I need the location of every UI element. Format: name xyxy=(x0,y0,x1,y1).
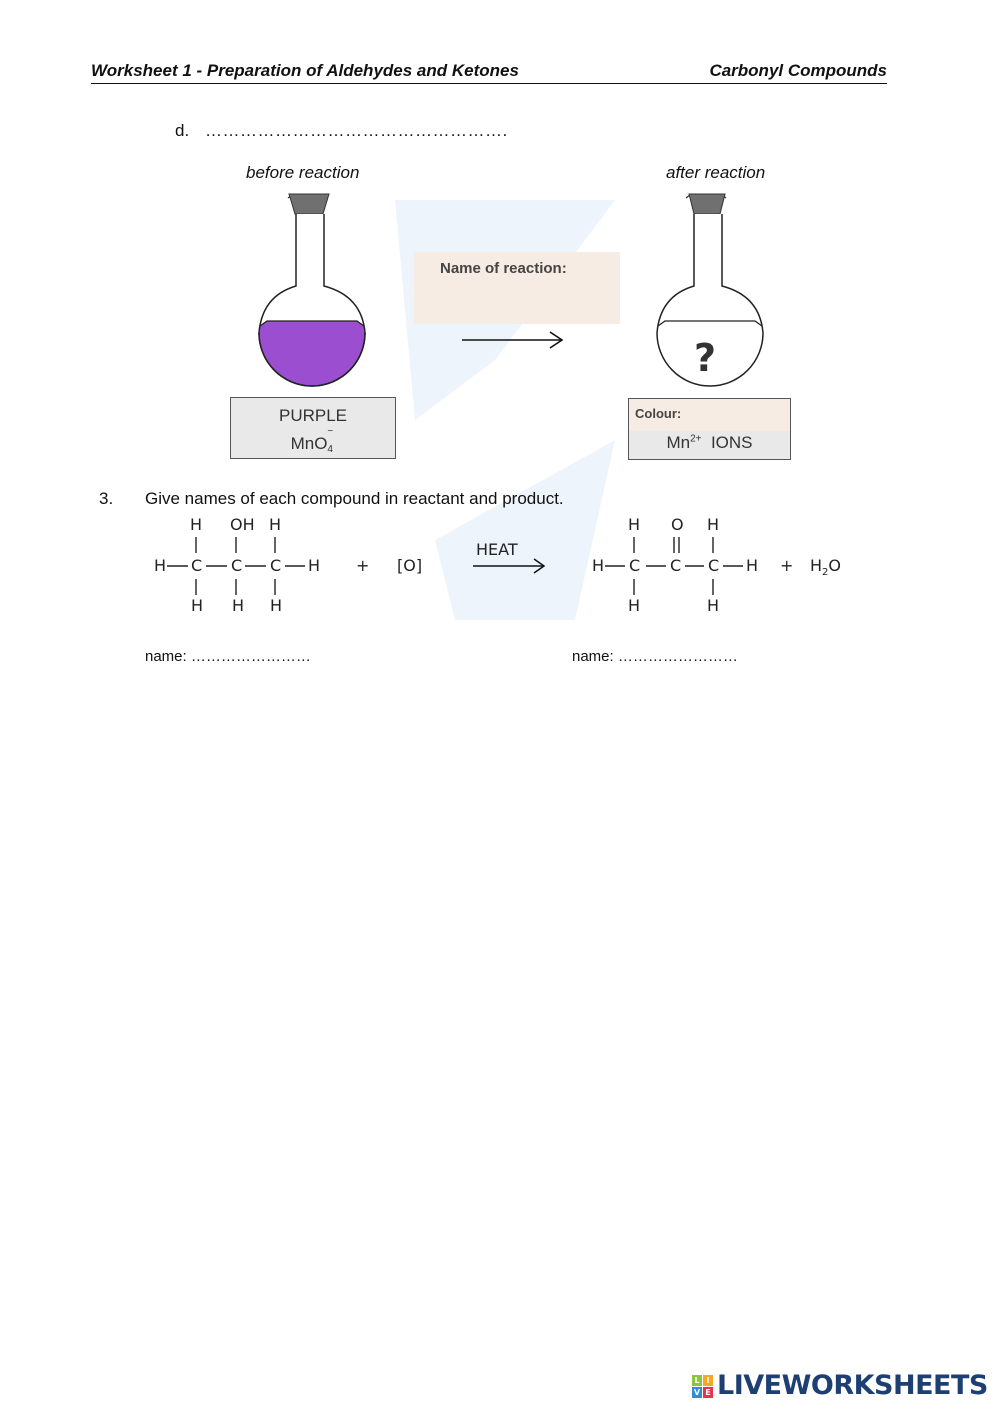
product-plus: + xyxy=(780,556,794,575)
reaction-arrow-icon xyxy=(462,331,564,349)
reaction-name-label: Name of reaction: xyxy=(440,260,567,277)
permanganate-ion-label: MnO−4 xyxy=(290,426,334,455)
question-3-number: 3. xyxy=(99,489,114,508)
before-colour-label: PURPLE xyxy=(278,406,348,425)
product-name-blank[interactable]: name: …………………… xyxy=(572,648,738,665)
heat-label: HEAT xyxy=(476,540,518,559)
before-label-box: PURPLE MnO−4 xyxy=(230,397,396,459)
stopper-icon xyxy=(288,193,330,215)
reactant-name-blank[interactable]: name: …………………… xyxy=(145,648,311,665)
worksheet-title: Worksheet 1 - Preparation of Aldehydes a… xyxy=(91,61,519,80)
heat-arrow-icon xyxy=(473,558,546,574)
question-3-text: Give names of each compound in reactant … xyxy=(145,489,564,508)
reactant-plus: + xyxy=(356,556,370,575)
oxidising-agent: [O] xyxy=(397,556,423,575)
after-flask xyxy=(656,193,764,387)
logo-text: LIVEWORKSHEETS xyxy=(717,1370,988,1401)
before-flask xyxy=(258,193,366,387)
unknown-question-mark: ? xyxy=(694,336,717,380)
colour-prompt: Colour: xyxy=(635,406,682,421)
product-structure: H O H H C C C H H H + H2O xyxy=(590,513,860,618)
reaction-name-box[interactable]: Name of reaction: xyxy=(414,252,620,324)
stopper-icon xyxy=(688,193,726,215)
topic-title: Carbonyl Compounds xyxy=(709,61,887,80)
product-bonds xyxy=(605,537,743,595)
reactant-bonds xyxy=(167,537,305,595)
before-reaction-caption: before reaction xyxy=(246,163,360,182)
after-reaction-caption: after reaction xyxy=(666,163,766,182)
manganese-ion-label: Mn2+ IONS xyxy=(666,433,753,452)
question-d-label: d. xyxy=(175,121,190,140)
colour-answer-area[interactable] xyxy=(629,399,790,431)
purple-solution xyxy=(258,320,366,387)
worksheet-header: Worksheet 1 - Preparation of Aldehydes a… xyxy=(91,61,887,84)
after-label-box: Colour: Mn2+ IONS xyxy=(628,398,791,460)
water-formula: H2O xyxy=(810,556,841,579)
logo-tiles-icon: L I V E xyxy=(692,1375,714,1399)
reactant-structure: H OH H H C C C H H H H + [O] xyxy=(150,513,450,618)
question-d-answer-blank[interactable]: ……………………………………………. xyxy=(205,121,508,140)
